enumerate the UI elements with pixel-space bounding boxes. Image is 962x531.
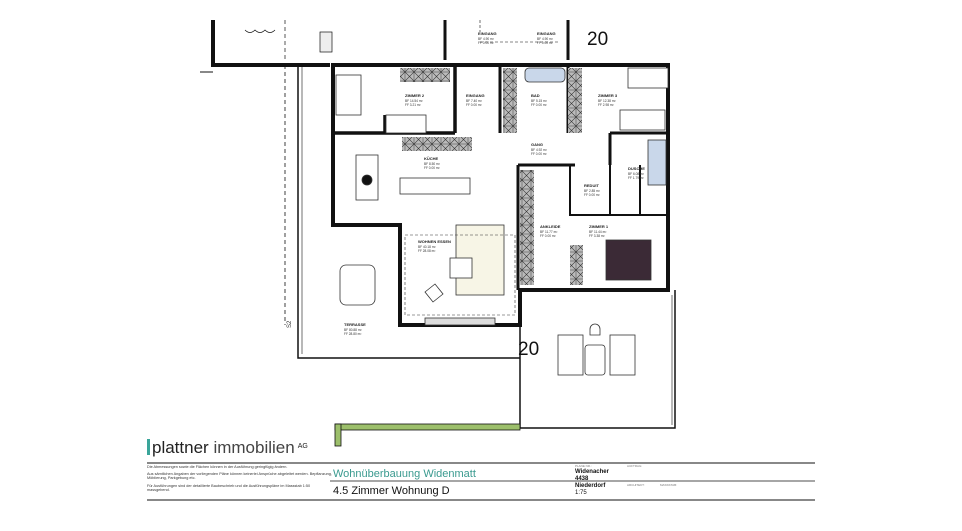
svg-text:BF 4.90 m²: BF 4.90 m² [478, 37, 494, 41]
svg-text:BF 6.08 m²: BF 6.08 m² [628, 172, 644, 176]
svg-text:BF 11.44 m²: BF 11.44 m² [589, 230, 606, 234]
neighbour-building [200, 20, 570, 73]
svg-text:WOHNEN ESSEN: WOHNEN ESSEN [418, 239, 451, 244]
zip: 4438 [575, 476, 589, 482]
svg-text:FF 0.00 m²: FF 0.00 m² [466, 103, 482, 107]
svg-text:BF 2.85 m²: BF 2.85 m² [584, 189, 600, 193]
svg-text:ZIMMER 3: ZIMMER 3 [598, 93, 618, 98]
label-plan-nr: PLANE NR.: [575, 464, 592, 468]
svg-text:EINGANG: EINGANG [537, 31, 556, 36]
svg-text:FF 0.00 m²: FF 0.00 m² [478, 41, 494, 45]
project-title: Wohnüberbauung Widenmatt [333, 468, 476, 480]
note: Die Abmessungen sowie die Flächen können… [147, 465, 288, 469]
section-mark: S2 [287, 320, 293, 328]
svg-text:TERRASSE: TERRASSE [344, 322, 366, 327]
svg-text:BF 8.50 m²: BF 8.50 m² [424, 162, 440, 166]
svg-text:FF 2.98 m²: FF 2.98 m² [598, 103, 614, 107]
svg-text:BF 12.38 m²: BF 12.38 m² [598, 99, 616, 103]
furniture [335, 67, 669, 376]
unit-title: 4.5 Zimmer Wohnung D [333, 485, 450, 497]
note: Für Ausführungen sind der detaillierte B… [147, 483, 311, 492]
svg-text:ZIMMER 1: ZIMMER 1 [589, 224, 609, 229]
note: Aus sämtlichen Angaben der vorliegenden … [147, 472, 332, 481]
svg-text:FF 0.00 m²: FF 0.00 m² [531, 103, 547, 107]
rug-outline [404, 234, 516, 316]
svg-text:FF 1.79 m²: FF 1.79 m² [628, 176, 644, 180]
logo-suffix: AG [297, 443, 308, 450]
svg-text:REDUIT: REDUIT [584, 183, 599, 188]
svg-text:BF 80.88 m²: BF 80.88 m² [344, 328, 362, 332]
svg-text:FF 0.00 m²: FF 0.00 m² [424, 166, 440, 170]
svg-text:EINGANG: EINGANG [478, 31, 497, 36]
svg-text:BF 7.40 m²: BF 7.40 m² [466, 99, 482, 103]
svg-text:FF 0.00 m²: FF 0.00 m² [537, 41, 553, 45]
green-strip [334, 423, 521, 431]
svg-text:BF 40.18 m²: BF 40.18 m² [418, 245, 436, 249]
label-architekt: ARCHITEKT: [627, 483, 645, 487]
built-in-cabinets [400, 68, 583, 285]
terrace-outline [284, 65, 676, 429]
svg-text:BF 4.92 m²: BF 4.92 m² [531, 148, 547, 152]
svg-text:FF 0.00 m²: FF 0.00 m² [584, 193, 600, 197]
scale: 1:75 [575, 490, 587, 496]
svg-text:FF 28.80 m²: FF 28.80 m² [344, 332, 361, 336]
svg-text:BF 5.15 m²: BF 5.15 m² [531, 99, 547, 103]
svg-text:KÜCHE: KÜCHE [424, 156, 439, 161]
svg-text:DUSCHE: DUSCHE [628, 166, 645, 171]
svg-text:ZIMMER 2: ZIMMER 2 [405, 93, 425, 98]
svg-text:FF 3.21 m²: FF 3.21 m² [405, 103, 421, 107]
svg-text:FF 0.00 m²: FF 0.00 m² [531, 152, 547, 156]
label-massstab: MASSSTAB: [660, 483, 677, 487]
titleblock-lines [147, 462, 815, 501]
logo-light: immobilien [213, 438, 295, 457]
svg-text:BF 4.90 m²: BF 4.90 m² [537, 37, 553, 41]
svg-text:BF 14.54 m²: BF 14.54 m² [405, 99, 423, 103]
svg-text:ANKLEIDE: ANKLEIDE [540, 224, 561, 229]
disclaimer-notes: Die Abmessungen sowie die Flächen können… [147, 465, 332, 495]
svg-text:BAD: BAD [531, 93, 540, 98]
svg-text:FF 3.38 m²: FF 3.38 m² [589, 234, 605, 238]
svg-text:FF 0.00 m²: FF 0.00 m² [540, 234, 556, 238]
svg-text:BF 11.77 m²: BF 11.77 m² [540, 230, 557, 234]
street: Widenacher [575, 469, 609, 475]
svg-text:FF 28.08 m²: FF 28.08 m² [418, 249, 435, 253]
svg-text:GANG: GANG [531, 142, 543, 147]
svg-text:EINGANG: EINGANG [466, 93, 485, 98]
level-mark-top: 20 [587, 29, 608, 50]
logo-mark-icon [147, 439, 150, 455]
label-auftrag: AUFTRAG: [627, 464, 643, 468]
level-mark-bottom: 20 [518, 339, 539, 360]
logo-main: plattner [152, 438, 209, 457]
green-strip-side [334, 423, 342, 447]
town: Niederdorf [575, 483, 606, 489]
